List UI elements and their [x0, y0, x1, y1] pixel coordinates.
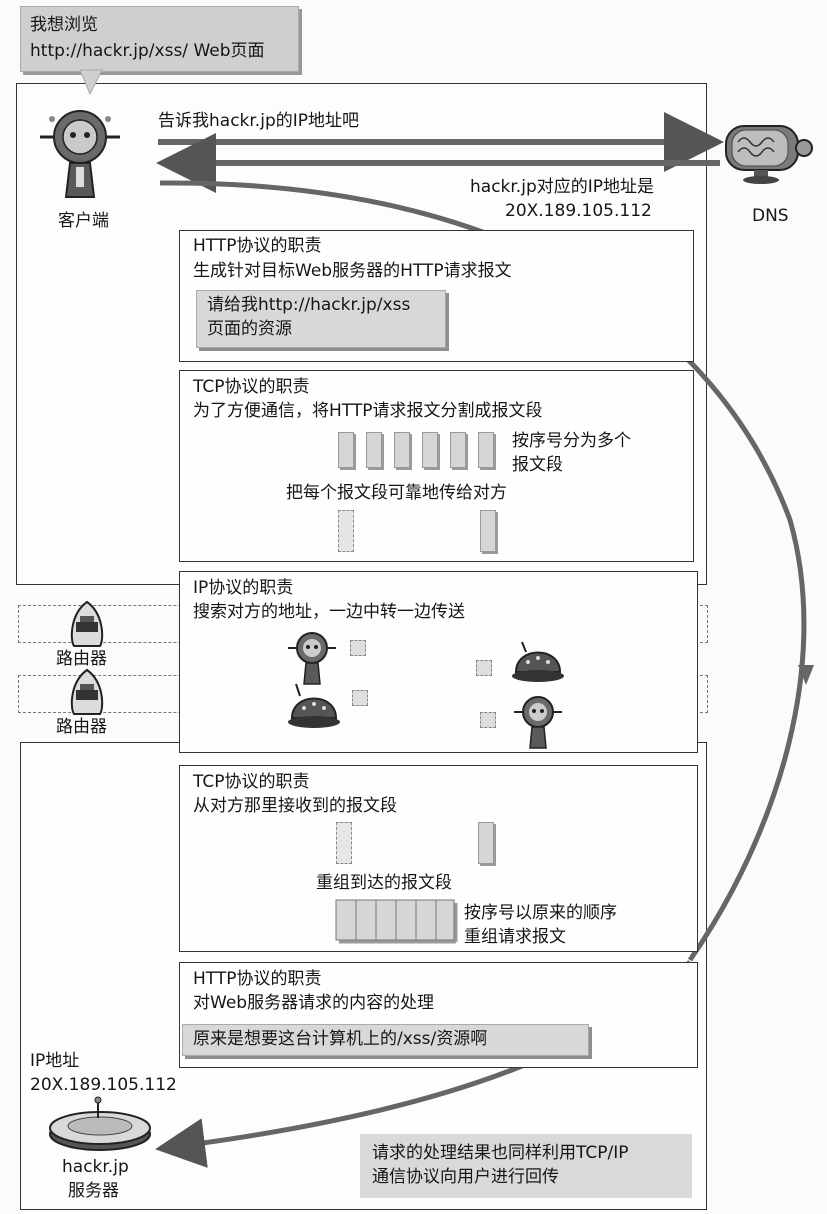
http-request-line-2: 页面的资源	[207, 319, 292, 339]
http-server-desc: 对Web服务器请求的内容的处理	[193, 993, 435, 1013]
segment-sender	[336, 822, 352, 864]
tcp-seg-note-line-2: 报文段	[512, 455, 563, 475]
client-robot-icon	[40, 110, 120, 198]
segment	[422, 432, 438, 468]
http-client-desc: 生成针对目标Web服务器的HTTP请求报文	[193, 261, 512, 281]
router-label-1: 路由器	[56, 649, 107, 669]
ip-robot-icon-right	[514, 696, 562, 749]
result-line-1: 请求的处理结果也同样利用TCP/IP	[372, 1143, 629, 1163]
router-icon	[70, 668, 104, 715]
ip-packet	[352, 690, 368, 706]
tcp-client-title: TCP协议的职责	[193, 377, 310, 397]
tcp-server-title: TCP协议的职责	[193, 772, 310, 792]
dns-reply-line-1: hackr.jp对应的IP地址是	[470, 177, 654, 197]
request-arrowhead	[798, 665, 814, 685]
segment	[366, 432, 382, 468]
ip-packet	[480, 712, 496, 728]
http-client-title: HTTP协议的职责	[193, 236, 322, 256]
http-server-title: HTTP协议的职责	[193, 969, 322, 989]
segment-sender	[338, 510, 354, 552]
result-box	[360, 1134, 692, 1198]
server-ip-value: 20X.189.105.112	[30, 1075, 177, 1095]
bubble-line-1: 我想浏览	[30, 15, 98, 35]
ip-desc: 搜索对方的地址，一边中转一边传送	[193, 602, 465, 622]
router-label-2: 路由器	[56, 717, 107, 737]
dns-reply-line-2: 20X.189.105.112	[505, 201, 652, 221]
server-name-line-1: hackr.jp	[62, 1157, 129, 1177]
tcp-send-note: 把每个报文段可靠地传给对方	[286, 483, 507, 503]
ip-packet	[476, 660, 492, 676]
http-server-message: 原来是想要这台计算机上的/xss/资源啊	[182, 1024, 589, 1056]
segment	[478, 432, 494, 468]
http-request-line-1: 请给我http://hackr.jp/xss	[207, 295, 411, 315]
segment-receiver	[480, 510, 496, 552]
segment-receiver	[478, 822, 494, 864]
tcp-client-desc: 为了方便通信，将HTTP请求报文分割成报文段	[193, 401, 543, 421]
client-label: 客户端	[58, 211, 109, 231]
request-bubble	[20, 6, 299, 72]
dns-label: DNS	[752, 206, 789, 226]
dns-server-icon	[725, 125, 813, 184]
server-ip-label: IP地址	[30, 1051, 80, 1071]
segment	[394, 432, 410, 468]
router-icon	[70, 600, 104, 647]
request-curve	[159, 180, 807, 962]
segment	[338, 432, 354, 468]
http-request-message: 请给我http://hackr.jp/xss 页面的资源	[196, 290, 446, 348]
ip-panel	[179, 571, 698, 753]
dns-query-text: 告诉我hackr.jp的IP地址吧	[158, 111, 359, 131]
tcp-seg-note-line-1: 按序号分为多个	[512, 431, 631, 451]
web-server-icon	[49, 1096, 151, 1151]
ip-dome-robot-icon-right	[512, 641, 564, 682]
reassembled-message	[335, 899, 458, 944]
server-name-line-2: 服务器	[68, 1181, 119, 1201]
tcp-order-note-line-2: 重组请求报文	[464, 927, 566, 947]
tcp-order-note-line-1: 按序号以原来的顺序	[464, 903, 617, 923]
segment	[450, 432, 466, 468]
ip-dome-robot-icon-left	[288, 683, 340, 728]
ip-title: IP协议的职责	[193, 578, 294, 598]
result-line-2: 通信协议向用户进行回传	[372, 1167, 559, 1187]
bubble-line-2: http://hackr.jp/xss/ Web页面	[30, 41, 265, 61]
ip-robot-icon	[288, 632, 336, 685]
ip-packet	[350, 640, 366, 656]
tcp-server-desc: 从对方那里接收到的报文段	[193, 796, 397, 816]
bubble-tail	[79, 69, 103, 96]
tcp-reassemble-note: 重组到达的报文段	[316, 873, 452, 893]
